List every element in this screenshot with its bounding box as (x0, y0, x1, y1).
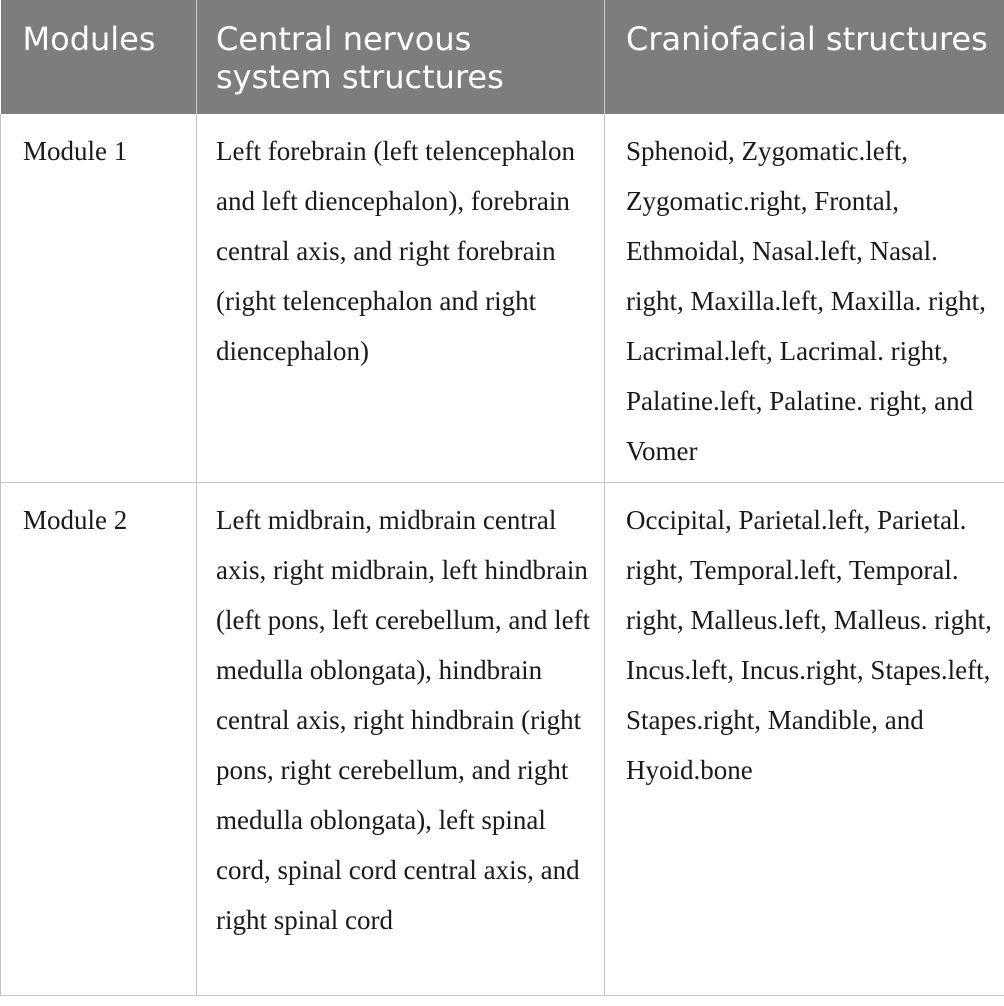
craniofacial-cell: Sphenoid, Zygomatic.left, Zygomatic.righ… (604, 114, 1004, 483)
craniofacial-cell: Occipital, Parietal.left, Parietal. righ… (604, 482, 1004, 996)
table-row: Module 2 Left midbrain, midbrain central… (0, 482, 1004, 996)
header-row: Modules Central nervous system structure… (0, 0, 1004, 114)
cns-cell: Left forebrain (left telencephalon and l… (196, 114, 605, 483)
cns-cell: Left midbrain, midbrain central axis, ri… (196, 482, 605, 996)
module-cell: Module 1 (0, 114, 197, 483)
module-cell: Module 2 (0, 482, 197, 996)
table-body: Module 1 Left forebrain (left telencepha… (0, 114, 1004, 996)
table-header: Modules Central nervous system structure… (0, 0, 1004, 114)
header-modules: Modules (0, 0, 197, 114)
table-row: Module 1 Left forebrain (left telencepha… (0, 114, 1004, 483)
header-craniofacial-structures: Craniofacial structures (604, 0, 1004, 114)
header-cns-structures: Central nervous system structures (196, 0, 605, 114)
